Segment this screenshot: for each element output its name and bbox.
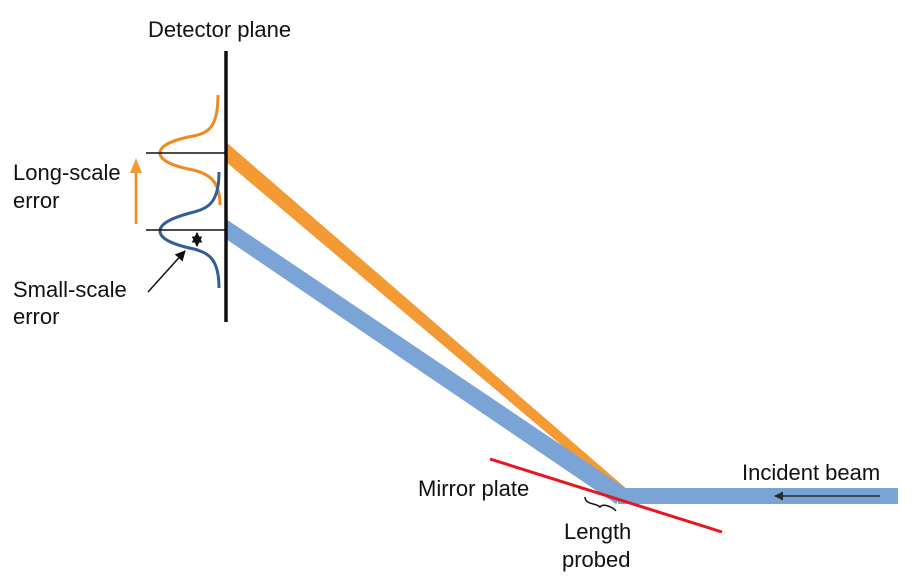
mirror-plate-line bbox=[489, 457, 723, 534]
incident-beam-label: Incident beam bbox=[742, 460, 880, 485]
length-probed-brace bbox=[584, 496, 617, 512]
length-probed-label-line2: probed bbox=[562, 547, 631, 572]
long-scale-arrow-head bbox=[130, 158, 142, 173]
length-probed-label-line1: Length bbox=[564, 519, 631, 544]
small-scale-pointer-arrow bbox=[147, 250, 186, 293]
mirror-plate-label: Mirror plate bbox=[418, 476, 529, 501]
small-scale-error-label-line2: error bbox=[13, 304, 59, 329]
orange-profile-curve bbox=[158, 94, 222, 206]
detector-plane-label: Detector plane bbox=[148, 17, 291, 42]
long-scale-error-label-line2: error bbox=[13, 188, 59, 213]
small-scale-error-label-line1: Small-scale bbox=[13, 277, 127, 302]
orange-beam bbox=[226, 142, 628, 498]
incident-beam bbox=[618, 488, 898, 504]
blue-profile-curve bbox=[158, 171, 221, 289]
blue-reflected-beam bbox=[226, 219, 628, 504]
long-scale-error-label-line1: Long-scale bbox=[13, 160, 121, 185]
